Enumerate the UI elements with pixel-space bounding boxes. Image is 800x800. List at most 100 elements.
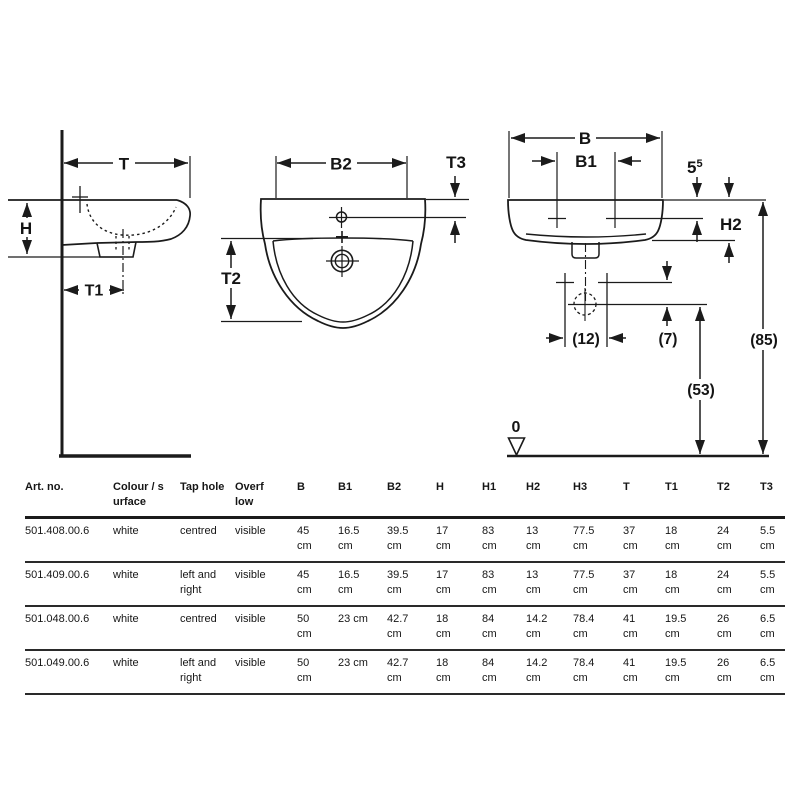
table-cell: 39.5 cm	[387, 525, 409, 552]
dim-label-55: 55	[687, 158, 703, 177]
column-header: T2	[717, 481, 730, 493]
dim-label-b1: B1	[575, 152, 597, 171]
table-cell: 42.7 cm	[387, 657, 409, 684]
table-cell: 5.5 cm	[760, 525, 776, 552]
table-cell: 19.5 cm	[665, 657, 687, 684]
table-cell: 6.5 cm	[760, 613, 776, 640]
column-header: T	[623, 481, 630, 493]
table-cell: white	[113, 569, 139, 581]
table-cell: visible	[235, 613, 266, 625]
dim-label-h: H	[20, 219, 32, 238]
front-view-drawing: B B1 55 H2 (12)	[507, 129, 784, 458]
table-cell: 23 cm	[338, 613, 368, 625]
basin-plan-outline	[259, 198, 427, 329]
datum-triangle	[507, 437, 526, 457]
table-row: 501.048.00.6 white centred visible 50 cm 23 c…	[25, 607, 785, 651]
dim-label-7: (7)	[659, 331, 678, 348]
table-cell: 501.408.00.6	[25, 525, 90, 537]
table-cell: 37 cm	[623, 525, 638, 552]
datum-zero-label: 0	[512, 419, 521, 436]
dim-label-t3: T3	[446, 153, 466, 172]
table-cell: 6.5 cm	[760, 657, 776, 684]
table-cell: 78.4 cm	[573, 657, 595, 684]
table-cell: centred	[180, 613, 217, 625]
table-cell: 37 cm	[623, 569, 638, 596]
table-cell: 501.048.00.6	[25, 613, 90, 625]
dim-label-b2: B2	[330, 155, 352, 174]
table-cell: 78.4 cm	[573, 613, 595, 640]
table-cell: 83 cm	[482, 525, 497, 552]
table-cell: left and right	[180, 569, 217, 596]
table-cell: 39.5 cm	[387, 569, 409, 596]
table-cell: 24 cm	[717, 525, 732, 552]
column-header: H2	[526, 481, 541, 493]
table-cell: 50 cm	[297, 657, 312, 684]
table-cell: 45 cm	[297, 525, 312, 552]
table-cell: 77.5 cm	[573, 569, 595, 596]
column-header: H3	[573, 481, 588, 493]
bowl-hidden-line	[86, 203, 177, 236]
basin-front-inner-line	[525, 233, 647, 238]
table-cell: 18 cm	[665, 525, 680, 552]
table-cell: visible	[235, 569, 266, 581]
table-cell: 18 cm	[665, 569, 680, 596]
table-cell: 19.5 cm	[665, 613, 687, 640]
column-header: H1	[482, 481, 497, 493]
table-cell: 41 cm	[623, 657, 638, 684]
table-cell: 14.2 cm	[526, 657, 548, 684]
dim-label-b: B	[579, 129, 591, 148]
table-cell: visible	[235, 525, 266, 537]
dim-label-53: (53)	[687, 382, 715, 399]
table-row: 501.409.00.6 white left and right visible 45…	[25, 563, 785, 607]
table-cell: 41 cm	[623, 613, 638, 640]
technical-drawing: T H T1 B2 T3	[8, 129, 784, 458]
basin-inner-bowl	[272, 240, 414, 323]
column-header: T3	[760, 481, 773, 493]
table-cell: 16.5 cm	[338, 569, 360, 596]
plan-view-drawing: B2 T3 T2	[217, 153, 469, 329]
table-cell: 17 cm	[436, 525, 451, 552]
dim-label-85: (85)	[750, 332, 778, 349]
table-cell: 26 cm	[717, 657, 732, 684]
table-cell: white	[113, 525, 139, 537]
column-header: Overf low	[235, 481, 264, 508]
dim-label-t: T	[119, 155, 130, 174]
table-cell: 42.7 cm	[387, 613, 409, 640]
dim-label-12: (12)	[572, 331, 600, 348]
column-header: B	[297, 481, 305, 493]
table-cell: white	[113, 613, 139, 625]
table-cell: 18 cm	[436, 657, 451, 684]
column-header: Art. no.	[25, 481, 64, 493]
table-cell: 17 cm	[436, 569, 451, 596]
table-cell: 83 cm	[482, 569, 497, 596]
table-cell: 13 cm	[526, 525, 541, 552]
dim-label-t1: T1	[85, 283, 104, 300]
column-header: T1	[665, 481, 678, 493]
column-header: B1	[338, 481, 353, 493]
table-cell: 18 cm	[436, 613, 451, 640]
table-cell: 26 cm	[717, 613, 732, 640]
table-cell: 16.5 cm	[338, 525, 360, 552]
column-header: H	[436, 481, 444, 493]
dim-label-t2: T2	[221, 269, 241, 288]
dim-label-h2: H2	[720, 215, 742, 234]
table-cell: 24 cm	[717, 569, 732, 596]
table-cell: 14.2 cm	[526, 613, 548, 640]
table-cell: centred	[180, 525, 217, 537]
table-cell: 84 cm	[482, 613, 497, 640]
basin-side-profile	[96, 199, 191, 244]
table-cell: 50 cm	[297, 613, 312, 640]
table-cell: 77.5 cm	[573, 525, 595, 552]
table-cell: 501.409.00.6	[25, 569, 90, 581]
table-cell: 45 cm	[297, 569, 312, 596]
table-cell: 13 cm	[526, 569, 541, 596]
table-cell: 5.5 cm	[760, 569, 776, 596]
drain-trap-front	[571, 242, 600, 259]
table-cell: 84 cm	[482, 657, 497, 684]
column-header: B2	[387, 481, 402, 493]
table-cell: visible	[235, 657, 266, 669]
